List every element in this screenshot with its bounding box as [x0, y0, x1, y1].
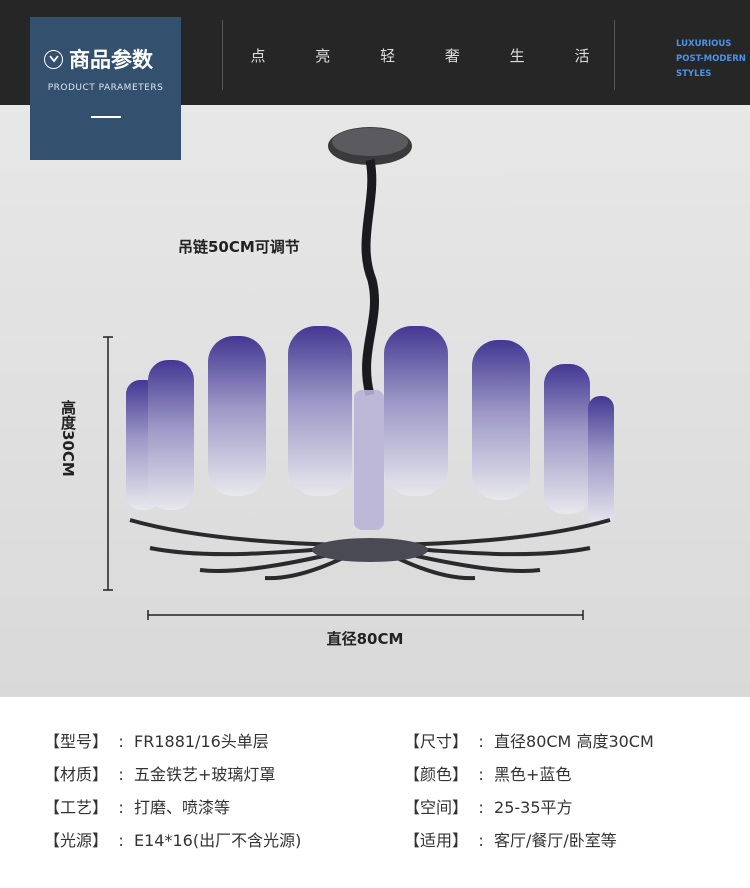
chandelier-illustration: [103, 127, 614, 620]
slogan-char: 奢: [444, 47, 460, 65]
spec-size: 【尺寸】: 直径80CM 高度30CM: [404, 728, 654, 752]
spec-craft: 【工艺】: 打磨、喷漆等: [44, 794, 230, 818]
chain-length-label: 吊链50CM可调节: [178, 238, 300, 256]
spec-sep: :: [478, 798, 484, 817]
spec-key: 【型号】: [44, 732, 109, 751]
diameter-label: 直径80CM: [326, 630, 404, 648]
spec-key: 【尺寸】: [404, 732, 469, 751]
divider-left: [222, 20, 223, 90]
spec-value: 打磨、喷漆等: [134, 798, 231, 817]
slogan-char: 活: [574, 47, 590, 65]
spec-value: 直径80CM 高度30CM: [494, 732, 654, 751]
spec-value: 25-35平方: [494, 798, 573, 817]
spec-key: 【光源】: [44, 831, 109, 850]
english-line: POST-MODERN: [676, 54, 746, 64]
spec-value: FR1881/16头单层: [134, 732, 269, 751]
spec-material: 【材质】: 五金铁艺+玻璃灯罩: [44, 761, 275, 785]
chain: [361, 159, 379, 397]
spec-sep: :: [478, 765, 484, 784]
spec-key: 【工艺】: [44, 798, 109, 817]
spec-table: 【型号】: FR1881/16头单层 【尺寸】: 直径80CM 高度30CM 【材质…: [0, 697, 750, 888]
spec-value: 黑色+蓝色: [494, 765, 572, 784]
spec-sep: :: [118, 831, 124, 850]
spec-usage: 【适用】: 客厅/餐厅/卧室等: [404, 827, 617, 851]
slogan-char: 亮: [315, 47, 331, 65]
center-column: [354, 390, 384, 530]
spec-value: 五金铁艺+玻璃灯罩: [134, 765, 276, 784]
badge-underline: [91, 116, 121, 118]
divider-right: [614, 20, 615, 90]
spec-key: 【颜色】: [404, 765, 469, 784]
slogan-char: 轻: [380, 47, 396, 65]
slogan-char: 生: [509, 47, 525, 65]
badge-subtitle: PRODUCT PARAMETERS: [47, 83, 164, 93]
spec-model: 【型号】: FR1881/16头单层: [44, 728, 269, 752]
spec-space: 【空间】:25-35平方: [404, 794, 573, 818]
spec-light-source: 【光源】: E14*16(出厂不含光源): [44, 827, 301, 851]
spec-sep: :: [478, 732, 484, 751]
spec-sep: :: [118, 765, 124, 784]
spec-value: E14*16(出厂不含光源): [134, 831, 302, 850]
spec-value: 客厅/餐厅/卧室等: [494, 831, 617, 850]
spec-key: 【适用】: [404, 831, 469, 850]
slogan-char: 点: [250, 47, 266, 65]
spec-key: 【空间】: [404, 798, 469, 817]
spec-sep: :: [118, 798, 124, 817]
english-tagline: LUXURIOUS POST-MODERN STYLES: [676, 37, 746, 82]
spec-sep: :: [478, 831, 484, 850]
spec-key: 【材质】: [44, 765, 109, 784]
center-hub: [312, 538, 428, 562]
spec-sep: :: [118, 732, 124, 751]
badge-title-text: 商品参数: [69, 48, 153, 72]
spec-color: 【颜色】: 黑色+蓝色: [404, 761, 571, 785]
section-badge: 商品参数 PRODUCT PARAMETERS: [30, 17, 181, 160]
glass-shades: [126, 326, 614, 526]
english-line: LUXURIOUS: [676, 39, 732, 49]
badge-title: 商品参数: [44, 44, 153, 74]
english-line: STYLES: [676, 69, 712, 79]
slogan: 点 亮 轻 奢 生 活: [230, 45, 610, 66]
height-label: 高度30CM: [59, 400, 77, 477]
chevron-down-icon: [44, 49, 63, 69]
